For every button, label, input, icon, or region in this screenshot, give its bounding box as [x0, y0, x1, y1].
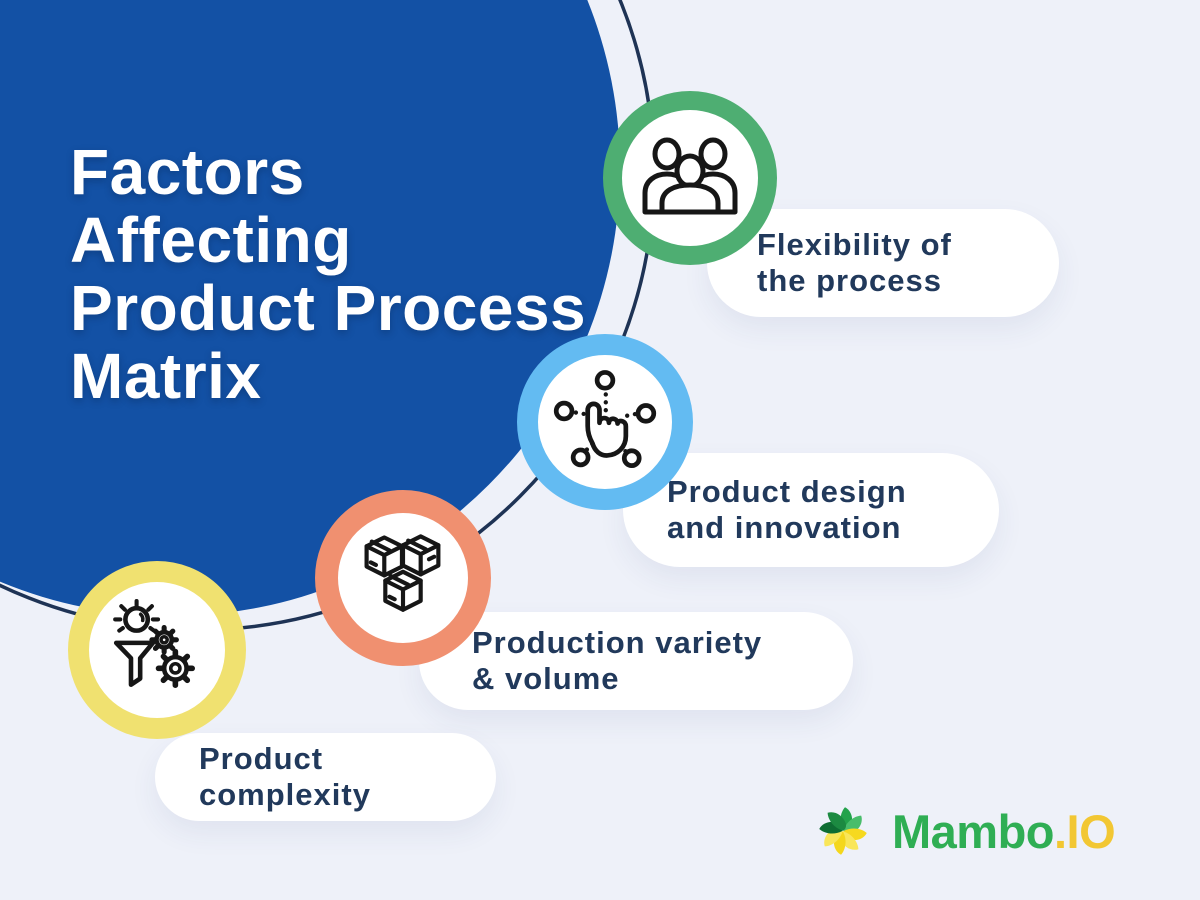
label-pill-product-design: Product design and innovation: [623, 453, 999, 567]
users-icon: [642, 137, 738, 215]
brand-name-suffix: .IO: [1054, 804, 1116, 858]
title-line-1: Factors: [70, 136, 305, 208]
brand-name-primary: Mambo: [892, 804, 1055, 858]
title-line-3: Product Process: [70, 272, 587, 344]
page-title: Factors Affecting Product Process Matrix: [70, 138, 670, 410]
factor-badge-production-variety: [315, 490, 491, 666]
label-pill-product-complexity: Product complexity: [155, 733, 496, 821]
label-line: the process: [757, 263, 943, 298]
label-line: Production variety: [472, 625, 763, 660]
label-line: Product design: [667, 474, 907, 509]
label-pill-production-variety: Production variety & volume: [419, 612, 853, 710]
touch-network-icon: [553, 370, 657, 469]
title-line-2: Affecting: [70, 204, 352, 276]
pinwheel-logo-icon: [819, 807, 867, 855]
brand-logo: Mambo.IO: [810, 798, 1116, 864]
brand-name: Mambo.IO: [892, 804, 1116, 859]
main-blue-circle: [0, 0, 620, 616]
label-line: complexity: [199, 777, 371, 812]
factor-badge-product-complexity: [68, 561, 246, 739]
idea-gears-icon: [113, 599, 195, 688]
label-pill-flexibility: Flexibility of the process: [707, 209, 1059, 317]
label-line: and innovation: [667, 510, 902, 545]
label-line: Product: [199, 741, 324, 776]
factor-badge-product-design: [517, 334, 693, 510]
label-line: & volume: [472, 661, 620, 696]
title-line-4: Matrix: [70, 340, 262, 412]
boxes-icon: [364, 534, 441, 612]
factor-badge-flexibility: [603, 91, 777, 265]
label-line: Flexibility of: [757, 227, 952, 262]
